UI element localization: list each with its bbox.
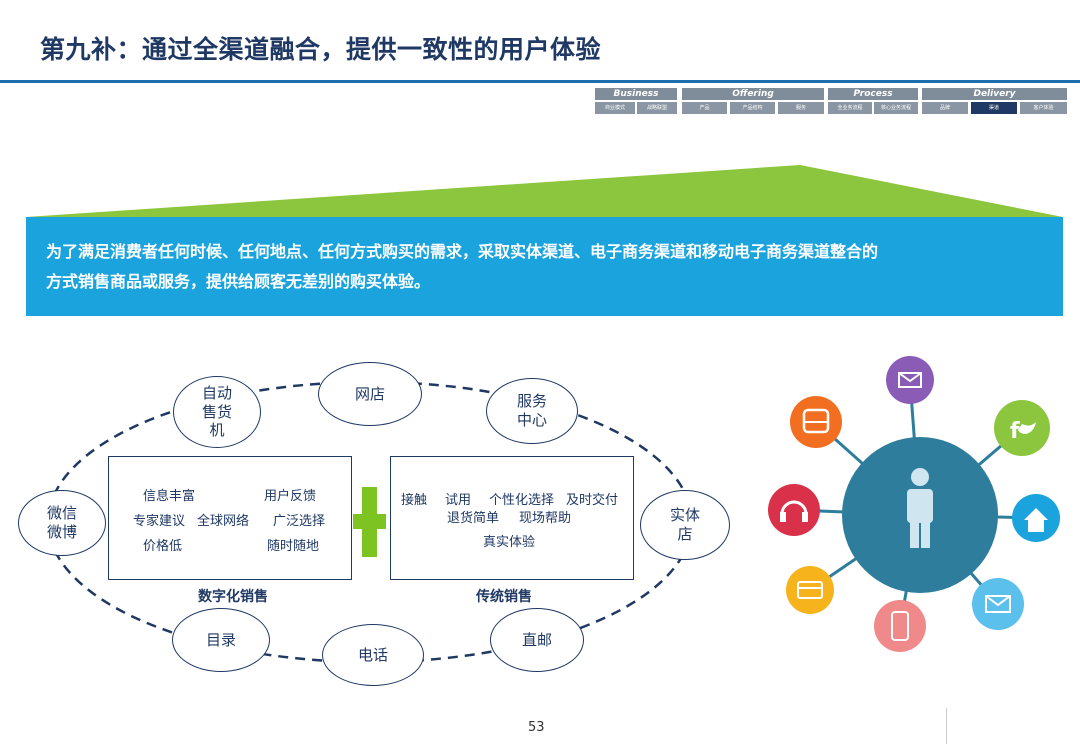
framework-item-strategic-alliance: 战略联盟 — [637, 102, 677, 114]
home-icon — [1012, 494, 1060, 542]
node-phone: 电话 — [322, 624, 424, 686]
traditional-feature: 试用 — [445, 493, 472, 508]
framework-item-service: 服务 — [778, 102, 824, 114]
title-divider — [0, 80, 1080, 83]
traditional-feature: 现场帮助 — [519, 511, 572, 526]
digital-feature: 信息丰富 — [143, 489, 196, 504]
framework-item-customer-experience: 客户体验 — [1020, 102, 1067, 114]
mail-icon — [886, 356, 934, 404]
social-f-t-icon: f — [994, 400, 1050, 456]
traditional-feature: 个性化选择 — [489, 493, 555, 508]
framework-item-channel: 渠道 — [971, 102, 1017, 114]
corner-divider — [946, 708, 947, 744]
framework-item-full-process: 全业务流程 — [828, 102, 872, 114]
node-direct-mail: 直邮 — [490, 608, 584, 672]
plus-icon-bar — [353, 514, 386, 529]
traditional-sales-box: 接触 试用 个性化选择 及时交付 退货简单 现场帮助 真实体验 — [390, 456, 634, 580]
svg-text:f: f — [1010, 419, 1020, 444]
definition-banner: 为了满足消费者任何时候、任何地点、任何方式购买的需求，采取实体渠道、电子商务渠道… — [26, 217, 1063, 316]
bus-icon — [790, 396, 842, 448]
node-service-center: 服务 中心 — [486, 378, 578, 444]
node-catalog: 目录 — [172, 608, 270, 672]
framework-item-business-model: 商业模式 — [595, 102, 635, 114]
digital-feature: 随时随地 — [267, 539, 320, 554]
framework-head-offering: Offering — [682, 88, 824, 100]
framework-head-delivery: Delivery — [922, 88, 1067, 100]
traditional-feature: 真实体验 — [483, 535, 536, 550]
page-number: 53 — [528, 720, 545, 735]
node-online-store: 网店 — [318, 362, 422, 426]
framework-item-product-structure: 产品结构 — [730, 102, 775, 114]
digital-sales-box: 信息丰富 用户反馈 专家建议 全球网络 广泛选择 价格低 随时随地 — [108, 456, 352, 580]
email-icon — [972, 578, 1024, 630]
person-icon — [907, 468, 933, 548]
mobile-icon — [874, 600, 926, 652]
traditional-feature: 接触 — [401, 493, 428, 508]
digital-feature: 广泛选择 — [273, 514, 326, 529]
banner-triangle — [26, 165, 1063, 217]
omnichannel-graphic: f — [768, 356, 1060, 652]
framework-item-core-process: 核心业务流程 — [874, 102, 918, 114]
banner-line-2: 方式销售商品或服务，提供给顾客无差别的购买体验。 — [46, 271, 431, 291]
digital-feature: 专家建议 — [133, 514, 186, 529]
headphones-icon — [768, 484, 820, 536]
digital-sales-label: 数字化销售 — [198, 589, 268, 605]
traditional-feature: 退货简单 — [447, 511, 500, 526]
framework-head-business: Business — [595, 88, 677, 100]
framework-item-brand: 品牌 — [922, 102, 968, 114]
framework-head-process: Process — [828, 88, 918, 100]
node-vending-machine: 自动 售货 机 — [173, 376, 261, 448]
digital-feature: 价格低 — [143, 539, 183, 554]
traditional-feature: 及时交付 — [566, 493, 619, 508]
banner-line-1: 为了满足消费者任何时候、任何地点、任何方式购买的需求，采取实体渠道、电子商务渠道… — [46, 242, 879, 261]
traditional-sales-label: 传统销售 — [476, 589, 532, 605]
digital-feature: 全球网络 — [197, 514, 250, 529]
page-title: 第九补：通过全渠道融合，提供一致性的用户体验 — [40, 35, 602, 64]
node-wechat-weibo: 微信 微博 — [18, 490, 106, 556]
framework-item-product: 产品 — [682, 102, 727, 114]
card-icon — [786, 566, 834, 614]
node-physical-store: 实体 店 — [640, 490, 730, 560]
digital-feature: 用户反馈 — [264, 489, 317, 504]
